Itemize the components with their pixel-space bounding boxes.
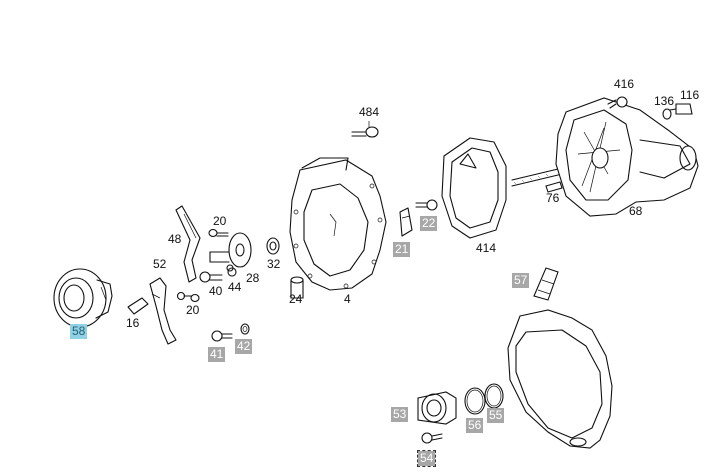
callout-56[interactable]: 56 [466, 418, 484, 433]
part-52-drawing[interactable] [149, 277, 197, 345]
part-label-20-lower: 20 [186, 303, 200, 317]
callout-55[interactable]: 55 [487, 408, 505, 423]
lower-housing-drawing[interactable] [507, 309, 613, 449]
part-53-drawing[interactable] [417, 391, 457, 425]
part-41-drawing[interactable] [211, 330, 233, 342]
part-40-drawing[interactable] [199, 267, 237, 283]
part-label-24: 24 [289, 292, 303, 306]
part-label-20-upper: 20 [213, 214, 227, 228]
part-32-drawing[interactable] [266, 237, 280, 255]
part-label-4: 4 [344, 292, 351, 306]
part-414-drawing[interactable] [441, 137, 507, 239]
part-136-drawing[interactable] [662, 108, 672, 120]
part-68-drawing[interactable] [511, 97, 699, 217]
part-55-drawing[interactable] [484, 383, 504, 409]
callout-58-selected[interactable]: 58 [70, 324, 88, 339]
part-76-drawing[interactable] [545, 181, 563, 193]
callout-21[interactable]: 21 [393, 242, 411, 257]
callout-22[interactable]: 22 [420, 216, 438, 231]
part-58-drawing[interactable] [53, 268, 113, 328]
part-label-76: 76 [546, 191, 560, 205]
callout-53[interactable]: 53 [391, 407, 409, 422]
part-22-drawing[interactable] [415, 199, 438, 211]
part-label-416: 416 [614, 77, 635, 91]
part-48-drawing[interactable] [175, 205, 201, 283]
part-label-484: 484 [359, 105, 380, 119]
part-16-drawing[interactable] [127, 297, 149, 315]
part-42-drawing[interactable] [240, 323, 250, 335]
part-label-40: 40 [209, 284, 223, 298]
part-20-upper-drawing[interactable] [208, 228, 229, 238]
part-label-32: 32 [267, 257, 281, 271]
part-label-136: 136 [654, 94, 675, 108]
part-116-drawing[interactable] [669, 103, 693, 115]
part-484-drawing[interactable] [351, 121, 379, 138]
part-label-28: 28 [246, 271, 260, 285]
part-28-drawing[interactable] [209, 232, 252, 272]
part-label-52: 52 [153, 257, 167, 271]
part-label-48: 48 [168, 232, 182, 246]
callout-42[interactable]: 42 [235, 339, 253, 354]
part-4-drawing[interactable] [289, 157, 387, 291]
part-57-drawing[interactable] [533, 267, 559, 301]
part-54-drawing[interactable] [421, 432, 443, 444]
part-label-44: 44 [228, 280, 242, 294]
part-20-lower-drawing[interactable] [190, 293, 200, 303]
part-21-drawing[interactable] [399, 207, 413, 237]
part-label-116: 116 [680, 88, 700, 102]
part-label-16: 16 [126, 316, 140, 330]
part-416-drawing[interactable] [607, 96, 628, 109]
callout-41[interactable]: 41 [208, 347, 226, 362]
part-24-drawing[interactable] [290, 276, 304, 299]
callout-54-hover[interactable]: 54 [416, 450, 437, 467]
part-label-68: 68 [629, 204, 643, 218]
part-label-414: 414 [476, 241, 497, 255]
part-56-drawing[interactable] [464, 387, 486, 415]
callout-57[interactable]: 57 [512, 273, 530, 288]
